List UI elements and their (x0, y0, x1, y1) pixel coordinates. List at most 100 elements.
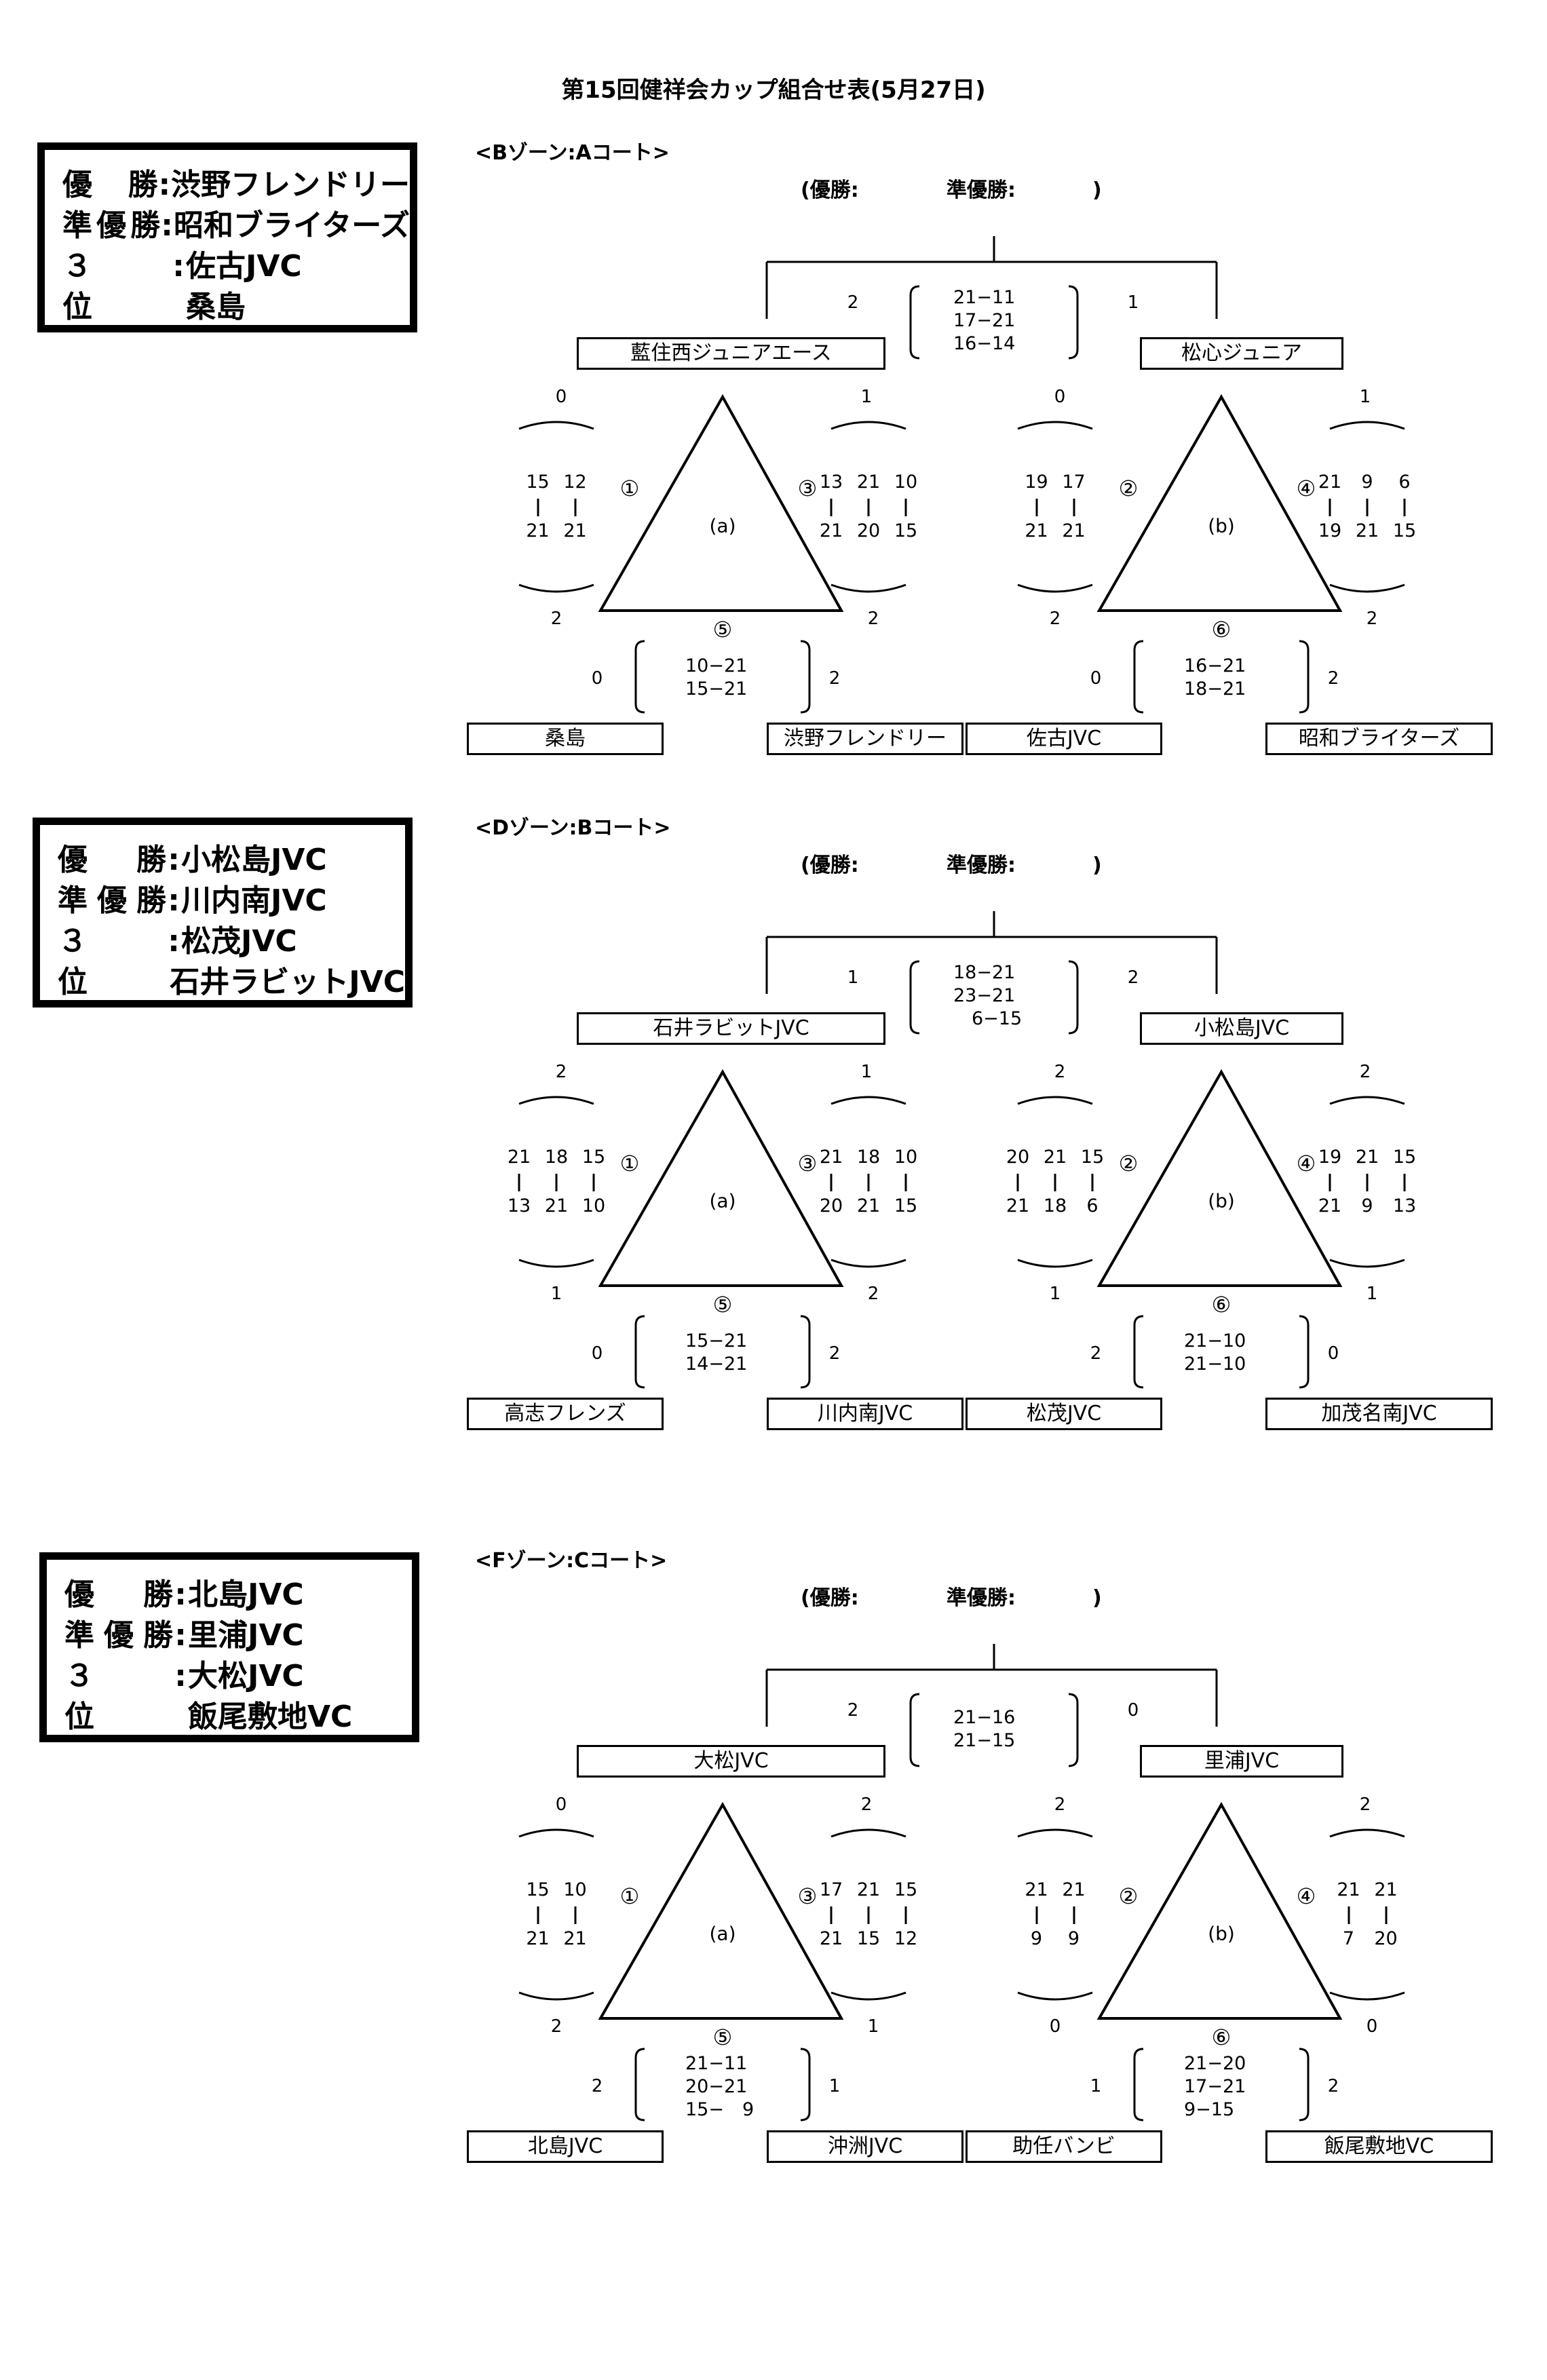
score-separator (867, 499, 870, 516)
score-separator (1329, 1174, 1331, 1191)
bottom-right-sets: 1 (828, 2076, 841, 2096)
bottom-bracket-right (800, 2048, 811, 2122)
score-bracket-bottom (1329, 1991, 1405, 2001)
bottom-set-score: 21−20 (1184, 2053, 1246, 2074)
pool-bottom-right-team: 沖洲JVC (767, 2130, 963, 2163)
bottom-set-score: 18−21 (1184, 678, 1246, 699)
score-bracket-bottom (1017, 1259, 1093, 1268)
final-bracket-right (1068, 285, 1079, 360)
set-score-bottom: 7 (1342, 1928, 1355, 1949)
set-score-top: 20 (1006, 1147, 1030, 1168)
result-colon: : (174, 1659, 187, 1693)
set-score-top: 21 (856, 472, 881, 493)
pool-bottom-left-team: 桑島 (467, 723, 664, 755)
set-score-top: 10 (894, 1147, 918, 1168)
result-label (58, 962, 156, 1003)
set-score-top: 21 (819, 1147, 843, 1168)
bottom-set-score: 14−21 (685, 1354, 748, 1375)
side-bottom-sets: 0 (1366, 2016, 1378, 2037)
result-colon (156, 962, 170, 1003)
result-label: ３ 位 (62, 249, 152, 324)
set-score-top: 21 (1355, 1147, 1379, 1168)
result-label: ３ 位 (64, 1659, 154, 1734)
side-top-sets: 2 (1054, 1794, 1066, 1815)
third-place-line-2: 飯尾敷地VC (64, 1697, 412, 1738)
match-number: ③ (797, 1151, 818, 1176)
pool-bottom-right-team: 昭和ブライターズ (1265, 723, 1493, 755)
match-number: ⑥ (1211, 1292, 1231, 1318)
score-bracket-top (1017, 1096, 1093, 1105)
score-separator (1403, 1174, 1406, 1191)
result-colon: : (168, 843, 180, 877)
set-score-bottom: 21 (1025, 520, 1048, 541)
result-colon: : (168, 883, 180, 918)
result-team: 佐古JVC (186, 249, 302, 284)
set-score-bottom: 21 (1062, 520, 1086, 541)
set-score-bottom: 15 (1392, 520, 1417, 541)
set-score-top: 15 (1080, 1147, 1105, 1168)
set-score-bottom: 9 (1030, 1928, 1043, 1949)
score-bracket-bottom (1017, 583, 1093, 593)
score-separator (1403, 499, 1406, 516)
bottom-set-score: 15− 9 (685, 2099, 755, 2120)
score-bracket-bottom (1017, 1991, 1093, 2001)
set-score-bottom: 15 (894, 520, 918, 541)
bottom-set-score: 16−21 (1184, 655, 1246, 676)
set-score-bottom: 15 (894, 1195, 918, 1216)
bottom-set-score: 17−21 (1184, 2076, 1246, 2097)
match-number: ③ (797, 476, 818, 501)
bottom-right-sets: 2 (828, 668, 841, 689)
bottom-left-sets: 0 (591, 668, 603, 689)
score-bracket-top (518, 1096, 594, 1105)
match-number: ④ (1296, 1883, 1316, 1909)
score-separator (555, 1174, 558, 1191)
bottom-left-sets: 2 (1090, 1343, 1102, 1364)
set-score-bottom: 13 (507, 1195, 531, 1216)
score-separator (1035, 499, 1037, 516)
score-separator (592, 1174, 595, 1191)
score-separator (574, 499, 576, 516)
score-separator (537, 1906, 539, 1924)
result-team: 石井ラビットJVC (170, 965, 405, 999)
score-bracket-top (830, 1096, 906, 1105)
bottom-right-sets: 2 (828, 1343, 841, 1364)
score-separator (867, 1906, 870, 1924)
winner-line: 優 勝:渋野フレンドリー (62, 165, 410, 206)
score-bracket-bottom (518, 583, 594, 593)
score-separator (830, 1174, 833, 1191)
bottom-bracket-left (1133, 640, 1144, 714)
pool-bottom-left-team: 高志フレンズ (467, 1398, 664, 1430)
score-separator (537, 499, 539, 516)
side-bottom-sets: 1 (550, 1284, 562, 1304)
third-place-line: ３ 位:松茂JVC (58, 921, 405, 999)
score-separator (1091, 1174, 1094, 1191)
result-team: 飯尾敷地VC (188, 1700, 353, 1734)
score-separator (1054, 1174, 1056, 1191)
side-top-sets: 2 (1054, 1062, 1066, 1082)
result-colon: : (174, 1577, 187, 1612)
bottom-set-score: 9−15 (1184, 2099, 1235, 2120)
set-score-top: 19 (1318, 1147, 1342, 1168)
bracket-lines (518, 911, 1405, 1389)
bottom-bracket-right (800, 640, 811, 714)
result-team: 川内南JVC (181, 883, 327, 918)
side-bottom-sets: 2 (867, 609, 879, 629)
pool-bottom-right-team: 加茂名南JVC (1265, 1398, 1493, 1430)
zone-title: <Dゾーン:Bコート> (475, 816, 671, 840)
final-set-score: 16−14 (953, 333, 1016, 354)
pool-top-team: 藍住西ジュニアエース (577, 337, 885, 370)
set-score-top: 19 (1025, 472, 1048, 493)
set-score-bottom: 21 (544, 1195, 569, 1216)
result-colon: : (168, 924, 180, 959)
match-number: ⑤ (712, 617, 733, 642)
final-right-sets: 2 (1127, 967, 1139, 988)
bottom-bracket-right (800, 1315, 811, 1389)
final-left-sets: 2 (847, 292, 859, 313)
result-label (62, 287, 171, 328)
pool-bottom-left-team: 北島JVC (467, 2130, 664, 2163)
pool-label: (a) (709, 514, 736, 537)
final-set-score: 18−21 (953, 962, 1016, 983)
score-separator (830, 1906, 833, 1924)
pool-label: (a) (709, 1922, 736, 1945)
